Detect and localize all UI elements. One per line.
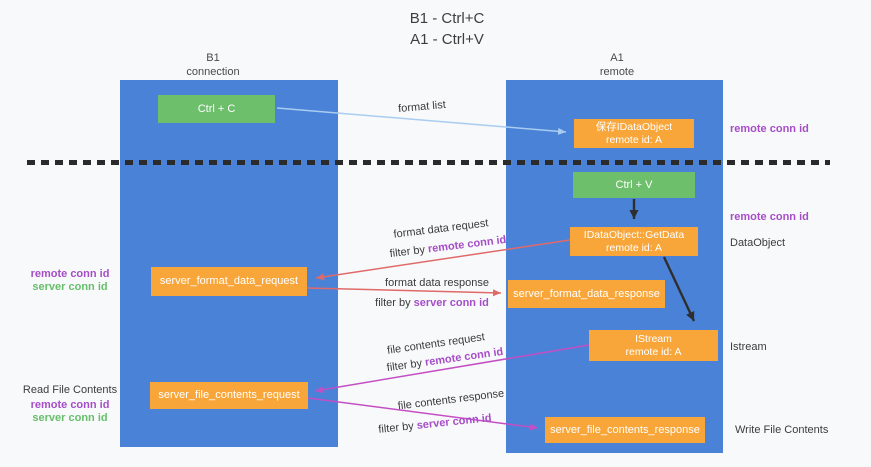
write-file-contents-label: Write File Contents: [735, 424, 829, 436]
node-server-format-data-request: server_format_data_request: [151, 267, 307, 296]
node-saved-idataobject-line1: 保存IDataObject: [595, 120, 673, 133]
server-conn-id-text: server conn id: [413, 297, 489, 309]
diagram-title: B1 - Ctrl+C A1 - Ctrl+V: [410, 8, 485, 50]
left-file-server-conn-id-label: server conn id: [32, 412, 108, 424]
filter-by-text: filter by: [389, 243, 429, 261]
node-server-format-data-response-label: server_format_data_response: [513, 287, 660, 300]
machine-divider-dashed-line: [27, 160, 830, 165]
file-contents-response-label: file contents response: [397, 387, 505, 413]
node-server-format-data-response: server_format_data_response: [508, 280, 665, 308]
filter-by-text: filter by: [377, 419, 418, 436]
right-remote-conn-id-mid-label: remote conn id: [730, 211, 809, 223]
node-idataobject-getdata: IDataObject::GetData remote id: A: [570, 227, 698, 256]
left-column-header: B1 connection: [186, 51, 239, 79]
node-istream-line1: IStream: [635, 332, 672, 345]
left-column-header-line1: B1: [206, 52, 220, 64]
node-server-file-contents-request-label: server_file_contents_request: [158, 389, 300, 401]
right-column-header: A1 remote: [600, 51, 634, 79]
node-server-file-contents-response: server_file_contents_response: [545, 417, 705, 443]
format-list-label: format list: [397, 98, 447, 116]
left-column-header-line2: connection: [186, 66, 240, 78]
node-istream-line2: remote id: A: [625, 345, 682, 358]
node-server-file-contents-request: server_file_contents_request: [150, 382, 308, 409]
right-column-header-line2: remote: [599, 66, 635, 78]
istream-side-label: Istream: [730, 341, 767, 353]
format-data-response-label: format data response: [385, 277, 489, 289]
file-contents-response-filter-label: filter by server conn id: [378, 412, 492, 436]
left-file-remote-conn-id-label: remote conn id: [30, 399, 110, 411]
node-ctrl-v-label: Ctrl + V: [615, 178, 653, 191]
node-idataobject-getdata-line1: IDataObject::GetData: [583, 228, 685, 241]
right-remote-conn-id-top-label: remote conn id: [730, 123, 809, 135]
right-column-header-line1: A1: [610, 52, 624, 64]
node-server-format-data-request-label: server_format_data_request: [159, 275, 299, 287]
node-saved-idataobject: 保存IDataObject remote id: A: [574, 119, 694, 148]
node-idataobject-getdata-line2: remote id: A: [605, 241, 663, 254]
read-file-contents-label: Read File Contents: [22, 384, 118, 396]
format-data-response-filter-label: filter by server conn id: [375, 297, 489, 309]
filter-by-text: filter by: [386, 356, 426, 375]
node-ctrl-v: Ctrl + V: [573, 172, 695, 198]
node-ctrl-c-label: Ctrl + C: [197, 102, 236, 115]
node-istream: IStream remote id: A: [589, 330, 718, 361]
diagram-title-line2: A1 - Ctrl+V: [410, 31, 484, 48]
node-server-file-contents-response-label: server_file_contents_response: [550, 423, 700, 436]
node-ctrl-c: Ctrl + C: [158, 95, 275, 123]
remote-conn-id-text: remote conn id: [427, 233, 507, 256]
node-saved-idataobject-line2: remote id: A: [605, 133, 663, 146]
dataobject-label: DataObject: [730, 237, 786, 249]
left-format-remote-conn-id-label: remote conn id: [30, 268, 110, 280]
server-conn-id-text: server conn id: [416, 412, 493, 432]
filter-by-text: filter by: [375, 297, 414, 309]
left-format-server-conn-id-label: server conn id: [32, 281, 108, 293]
diagram-title-line1: B1 - Ctrl+C: [409, 10, 485, 27]
